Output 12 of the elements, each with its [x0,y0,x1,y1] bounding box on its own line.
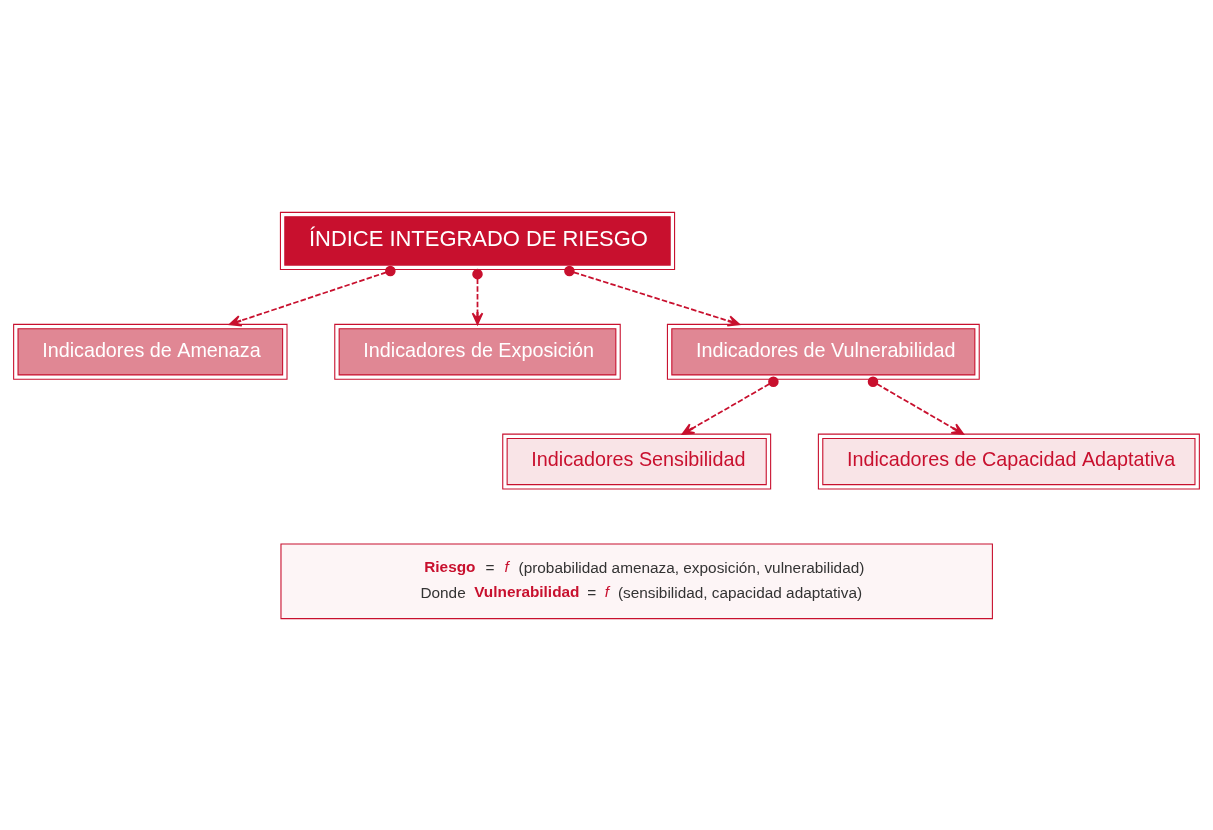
arrow [681,375,779,435]
node-box: Indicadores de Amenaza [13,323,288,380]
arrow [867,375,965,435]
node-box: ÍNDICE INTEGRADO DE RIESGO [279,211,676,270]
node-box: Indicadores Sensibilidad [502,433,772,490]
node-box: Indicadores de Capacidad Adaptativa [817,433,1200,490]
node-box: Indicadores de Exposición [334,323,621,380]
node-box: Indicadores de Vulnerabilidad [666,323,980,380]
node-box: Riesgo = f (probabilidad amenaza, exposición, vulnerabilidad) Donde Vulnerabilidad = f (sensibilidad, capacidad adaptativa) [280,542,993,619]
arrow [564,265,741,327]
arrow [471,268,484,325]
arrow [228,265,396,326]
